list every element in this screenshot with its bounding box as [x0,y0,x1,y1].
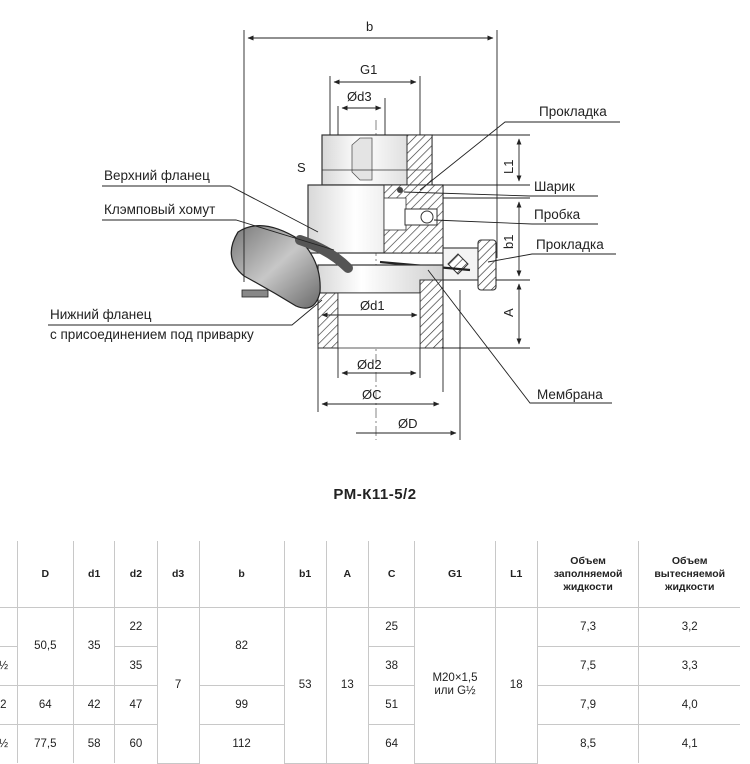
table-cell: 4,1 [638,724,740,763]
table-cell: 7 [156,607,200,764]
dim-s: S [297,160,306,175]
dim-d3: Ød3 [347,89,372,104]
dim-l1: L1 [501,160,516,174]
label-upper-flange: Верхний фланец [104,168,210,183]
header-cell: A [325,541,369,608]
label-clamp: Клэмповый хомут [104,202,215,217]
header-cell: Объем заполняемой жидкости [536,541,639,608]
label-gasket-top: Прокладка [539,104,607,119]
dim-b1: b1 [501,235,516,249]
table-cell: 64 [367,724,415,763]
leader-lines [48,121,620,404]
table-cell: 25 [367,607,415,647]
header-cell: d1 [73,541,115,608]
table-cell: 35 [114,646,158,686]
upper-flange-body [307,184,444,254]
table-cell [0,607,18,647]
side-plug [442,239,497,291]
table-cell: 64 [16,685,74,725]
table-row: ½ 35 38 7,5 3,3 [0,646,740,686]
dim-d: ØD [398,416,418,431]
dim-g1: G1 [360,62,377,77]
dimension-lines [243,30,530,440]
table-cell: 82 [198,607,285,686]
table-cell: 8,5 [536,724,639,763]
label-plug: Пробка [534,207,581,222]
header-cell [0,541,18,608]
header-cell: C [367,541,415,608]
table-cell: 22 [114,607,158,647]
table-row: ½ 77,5 58 60 112 64 8,5 4,1 [0,724,740,763]
table-header-row: D d1 d2 d3 b b1 A C G1 L1 Объем заполняе… [0,541,740,608]
table-cell: 7,9 [536,685,639,725]
table-row: 2 64 42 47 99 51 7,9 4,0 [0,685,740,725]
upper-nut [321,134,433,186]
dim-d1: Ød1 [360,298,385,313]
table-cell: 4,0 [638,685,740,725]
header-cell: G1 [414,541,496,608]
dim-d2: Ød2 [357,357,382,372]
table-cell: ½ [0,646,18,686]
table-cell: 53 [283,607,327,764]
table-cell: 35 [73,607,115,686]
table-cell: 3,3 [638,646,740,686]
table-cell: 50,5 [16,607,74,686]
label-membrane: Мембрана [537,387,603,402]
label-gasket-side: Прокладка [536,237,604,252]
table-cell: 77,5 [16,724,74,763]
label-lower-flange: Нижний фланец [50,307,152,322]
table-row: 50,5 35 22 7 82 53 13 25 М20×1,5 или G½ … [0,607,740,764]
table-cell: 7,5 [536,646,639,686]
model-title: РМ-К11-5/2 [333,486,417,503]
table-cell: 51 [367,685,415,725]
label-ball: Шарик [534,179,575,194]
table-cell: 60 [114,724,158,763]
table-cell: 3,2 [638,607,740,647]
table-cell: 18 [494,607,538,764]
clamp [230,225,353,309]
table-cell: 7,3 [536,607,639,647]
header-cell: b1 [283,541,327,608]
dim-c: ØC [362,387,382,402]
header-cell: L1 [494,541,538,608]
table-cell: ½ [0,737,9,750]
technical-drawing: b G1 Ød3 S L1 b1 A Ød1 Ød2 ØC ØD Проклад… [48,19,620,440]
table-cell: 58 [73,724,115,763]
table-cell: 2 [0,685,18,725]
header-cell: d3 [156,541,200,608]
table-cell: М20×1,5 или G½ [414,607,496,764]
dim-a: A [501,308,516,317]
label-lower-flange-weld: с присоединением под приварку [50,327,254,342]
header-cell: d2 [114,541,158,608]
spec-table: D d1 d2 d3 b b1 A C G1 L1 Объем заполняе… [0,541,740,764]
table-cell: 38 [367,646,415,686]
dim-b: b [366,19,373,34]
header-cell: Объем вытесняемой жидкости [638,541,740,608]
header-cell: b [198,541,285,608]
table-cell: 99 [198,685,285,725]
table-cell: 47 [114,685,158,725]
table-cell: 112 [198,724,285,763]
table-cell: 13 [325,607,369,764]
lower-flange [317,264,444,349]
table-cell: 42 [73,685,115,725]
header-cell: D [16,541,74,608]
